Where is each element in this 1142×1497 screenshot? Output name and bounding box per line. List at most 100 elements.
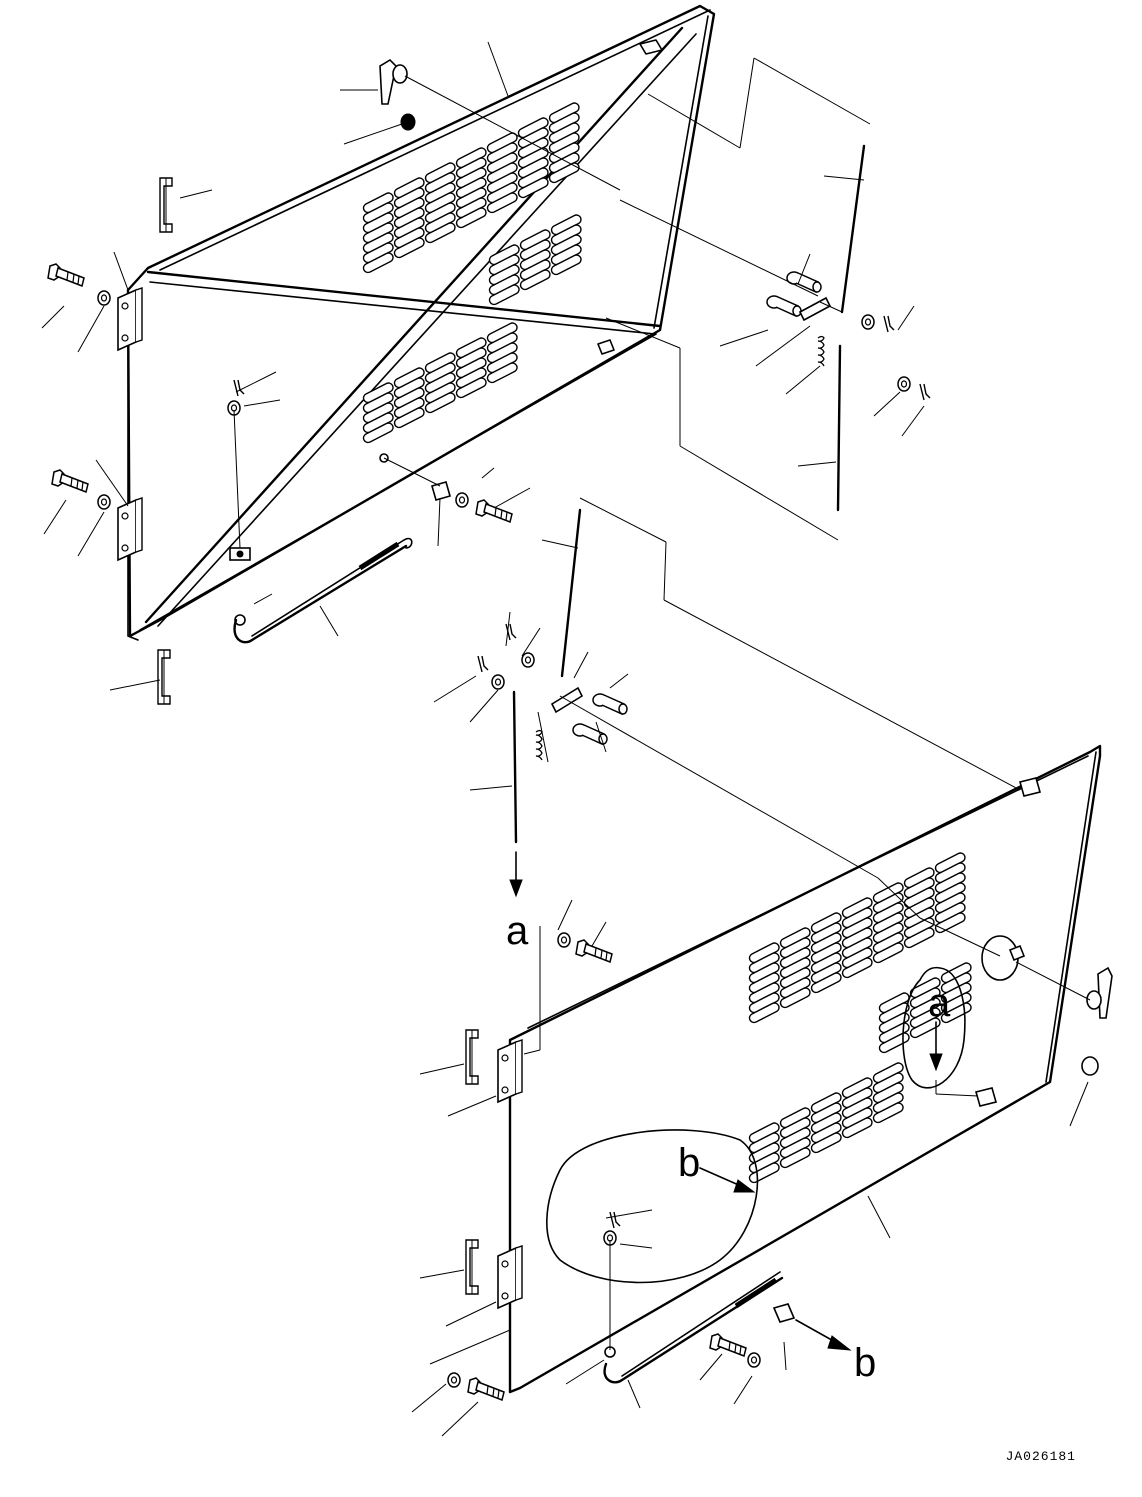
leader-line: [469, 689, 499, 723]
washer-icon: [491, 674, 505, 690]
clip-icon: [465, 1029, 479, 1085]
leader-line: [43, 499, 67, 535]
leader-line: [647, 93, 741, 149]
leader-line: [77, 305, 105, 353]
leader-line: [41, 305, 65, 329]
bolt-icon: [51, 469, 89, 493]
leader-line: [591, 921, 607, 947]
leader-line: [627, 1379, 641, 1409]
bolt-icon: [467, 1377, 505, 1401]
hinge-icon: [497, 1039, 523, 1103]
bracket-icon: [1019, 777, 1041, 797]
leader-line: [619, 199, 819, 297]
leader-line: [797, 253, 811, 285]
leader-line: [445, 1301, 497, 1327]
hinge-icon: [117, 287, 143, 351]
leader-line: [179, 189, 213, 199]
leader-line: [619, 1243, 653, 1249]
drawing-code: JA026181: [1005, 1449, 1076, 1464]
bracket-icon: [431, 481, 451, 501]
leader-line: [419, 1063, 465, 1075]
leader-line: [753, 57, 871, 125]
stay-rod-vertical: [512, 144, 866, 844]
hinge-icon: [497, 1245, 523, 1309]
spring-icon: [535, 729, 543, 761]
ref-letter-b-lower: b: [854, 1341, 876, 1385]
leader-line: [739, 57, 755, 149]
leader-line: [493, 487, 531, 509]
bracket-icon: [772, 1303, 796, 1323]
washer-icon: [557, 932, 571, 948]
leader-line: [419, 1269, 465, 1279]
leader-line: [521, 627, 541, 657]
leader-line: [565, 1359, 605, 1385]
detail-b-bubble: [546, 1129, 759, 1284]
bolt-icon: [709, 1333, 747, 1357]
link-plate-icon: [798, 296, 832, 322]
cotter-pin-icon: [233, 379, 245, 397]
leader-line: [823, 175, 865, 181]
leader-line: [441, 1401, 479, 1437]
leader-line: [897, 305, 915, 331]
latch-icon: [379, 58, 416, 131]
leader-line: [579, 497, 667, 543]
leader-line: [919, 917, 1001, 957]
leader-line: [609, 673, 629, 689]
detail-a-bubble: [902, 966, 966, 1089]
leader-line: [505, 611, 511, 647]
leader-line: [873, 391, 901, 417]
leader-line: [537, 711, 549, 763]
leader-line: [573, 651, 589, 679]
bracket-icon: [975, 1087, 997, 1107]
washer-icon: [861, 314, 875, 330]
leader-line: [243, 399, 281, 407]
leader-line: [755, 325, 811, 367]
leader-line: [679, 445, 839, 541]
leader-line: [733, 1375, 753, 1405]
stay-rod-lower: [603, 1271, 784, 1384]
leader-line: [253, 593, 273, 605]
clip-icon: [157, 649, 171, 705]
lower-cover-panel: [508, 744, 1102, 1394]
leader-line: [699, 1353, 723, 1381]
leader-line: [1015, 961, 1091, 1001]
leader-line: [797, 461, 837, 467]
leader-line: [557, 899, 573, 931]
leader-line: [595, 721, 607, 753]
latch-icon: [1081, 966, 1113, 1076]
cotter-pin-icon: [883, 315, 895, 333]
ref-letter-a-lower: a: [928, 981, 951, 1025]
washer-icon: [97, 290, 111, 306]
leader-line: [559, 695, 879, 879]
cotter-pin-icon: [919, 383, 931, 401]
leader-line: [783, 1341, 787, 1371]
leader-line: [523, 1049, 541, 1055]
washer-icon: [747, 1352, 761, 1368]
leader-line: [343, 123, 403, 145]
leader-line: [433, 675, 477, 703]
upper-cover-panel: [126, 4, 716, 641]
leader-line: [233, 409, 241, 549]
cotter-pin-icon: [477, 655, 489, 673]
ref-letter-a-upper: a: [506, 909, 529, 953]
clip-icon: [465, 1239, 479, 1295]
spring-icon: [817, 335, 825, 367]
washer-icon: [521, 652, 535, 668]
leader-line: [437, 497, 441, 547]
reference-arrows: [509, 851, 943, 1351]
leader-line: [877, 877, 921, 919]
leader-line: [429, 1329, 511, 1365]
hinge-icon: [117, 497, 143, 561]
leader-line: [481, 467, 495, 479]
stay-rod-upper: [233, 537, 413, 644]
leader-line: [447, 1095, 497, 1117]
bolt-icon: [475, 499, 513, 523]
washer-icon: [447, 1372, 461, 1388]
washer-icon: [455, 492, 469, 508]
leader-line: [404, 75, 621, 191]
leader-line: [935, 1093, 979, 1097]
washer-icon: [97, 494, 111, 510]
leader-line: [487, 41, 509, 97]
leader-line: [95, 459, 129, 507]
leader-line: [605, 317, 681, 349]
